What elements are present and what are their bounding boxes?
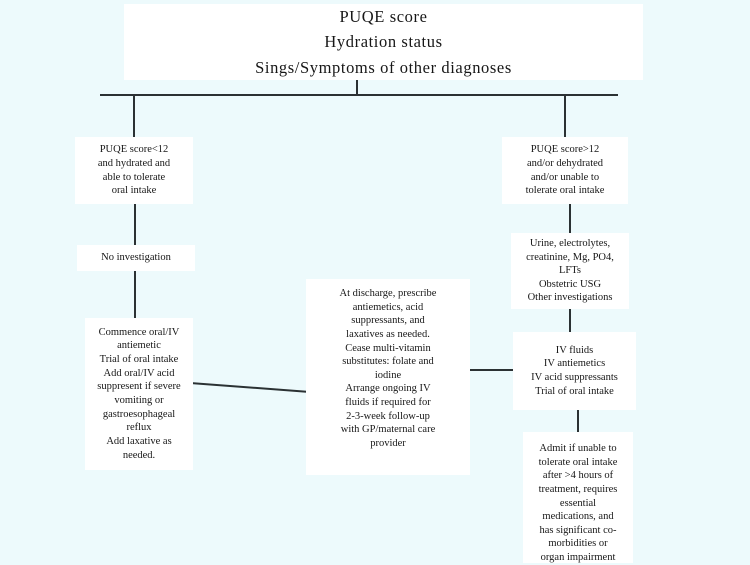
connector-severe-to-investigations xyxy=(569,204,571,234)
severe-criteria-node: PUQE score>12 and/or dehydrated and/or u… xyxy=(502,137,628,204)
discharge-line-1: At discharge, prescribe xyxy=(339,288,437,299)
no-investigation-line-1: No investigation xyxy=(101,252,171,264)
connector-mild-to-no-investigation xyxy=(134,204,136,246)
mild-criteria-line-3: able to tolerate xyxy=(102,171,166,183)
investigations-node: Urine, electrolytes, creatinine, Mg, PO4… xyxy=(511,233,629,309)
discharge-line-11: with GP/maternal care xyxy=(340,424,436,436)
investigations-line-3: LFTs xyxy=(558,265,582,277)
oral-treatment-line-9: Add laxative as xyxy=(106,435,172,447)
admit-line-2: tolerate oral intake xyxy=(538,456,618,468)
oral-treatment-line-1: Commence oral/IV xyxy=(98,326,180,338)
oral-treatment-line-3: Trial of oral intake xyxy=(99,354,179,366)
discharge-line-10: 2-3-week follow-up xyxy=(346,410,430,422)
iv-treatment-line-2: IV antiemetics xyxy=(543,358,606,370)
oral-treatment-line-6: vomiting or xyxy=(114,395,164,406)
admit-line-9: organ impairment xyxy=(540,552,616,564)
iv-treatment-line-4: Trial of oral intake xyxy=(535,385,614,397)
header-line-2: Hydration status xyxy=(324,32,443,52)
admit-line-4: treatment, requires xyxy=(538,483,618,495)
severe-criteria-line-3: and/or unable to xyxy=(530,171,600,183)
connector-split-to-mild xyxy=(133,95,135,138)
discharge-line-6: substitutes: folate and xyxy=(342,356,434,368)
admit-line-3: after >4 hours of xyxy=(542,470,614,482)
oral-treatment-line-8: reflux xyxy=(126,422,152,434)
connector-split-to-severe xyxy=(564,95,566,138)
connector-header-to-split xyxy=(356,80,358,96)
connector-oral-treatment-to-discharge xyxy=(190,382,310,393)
investigations-line-5: Other investigations xyxy=(527,292,613,304)
discharge-line-3: suppressants, and xyxy=(351,315,425,327)
connector-discharge-to-iv-treatment xyxy=(469,369,515,371)
admit-line-8: morbidities or xyxy=(548,538,608,550)
investigations-line-4: Obstetric USG xyxy=(538,278,602,290)
discharge-line-7: iodine xyxy=(374,369,402,381)
iv-treatment-line-1: IV fluids xyxy=(555,344,594,356)
discharge-line-2: antiemetics, acid xyxy=(352,301,424,313)
admit-line-6: medications, and xyxy=(542,511,614,523)
oral-treatment-line-7: gastroesophageal xyxy=(102,408,176,420)
severe-criteria-line-2: and/or dehydrated xyxy=(526,157,604,169)
oral-treatment-line-5: suppresent if severe xyxy=(97,381,181,393)
oral-treatment-line-4: Add oral/IV acid xyxy=(103,367,175,379)
connector-split-bar xyxy=(100,94,618,96)
admit-line-1: Admit if unable to xyxy=(539,443,617,454)
discharge-line-4: laxatives as needed. xyxy=(346,328,430,340)
discharge-line-9: fluids if required for xyxy=(345,397,431,409)
mild-criteria-node: PUQE score<12 and hydrated and able to t… xyxy=(75,137,193,204)
investigations-line-1: Urine, electrolytes, xyxy=(529,237,611,249)
connector-no-investigation-to-oral-treatment xyxy=(134,271,136,319)
oral-treatment-line-2: antiemetic xyxy=(117,340,161,352)
header-line-1: PUQE score xyxy=(339,7,428,27)
no-investigation-node: No investigation xyxy=(77,245,195,271)
connector-investigations-to-iv-treatment xyxy=(569,309,571,333)
iv-treatment-node: IV fluids IV antiemetics IV acid suppres… xyxy=(513,332,636,410)
severe-criteria-line-4: tolerate oral intake xyxy=(525,185,605,197)
admission-criteria-node: Admit if unable to tolerate oral intake … xyxy=(523,432,633,563)
iv-treatment-line-3: IV acid suppressants xyxy=(531,372,618,383)
discharge-line-5: Cease multi-vitamin xyxy=(345,342,431,354)
oral-treatment-line-10: needed. xyxy=(122,449,156,461)
mild-criteria-line-2: and hydrated and xyxy=(97,157,171,169)
mild-criteria-line-4: oral intake xyxy=(111,185,157,197)
mild-criteria-line-1: PUQE score<12 xyxy=(99,144,169,156)
investigations-line-2: creatinine, Mg, PO4, xyxy=(526,251,614,263)
header-line-3: Sings/Symptoms of other diagnoses xyxy=(255,57,512,77)
admit-line-7: has significant co- xyxy=(539,524,617,536)
discharge-line-12: provider xyxy=(370,438,406,450)
admit-line-5: essential xyxy=(559,497,597,509)
discharge-line-8: Arrange ongoing IV xyxy=(345,383,431,395)
discharge-plan-node: At discharge, prescribe antiemetics, aci… xyxy=(306,279,470,475)
severe-criteria-line-1: PUQE score>12 xyxy=(530,144,600,156)
assessment-header-node: PUQE score Hydration status Sings/Sympto… xyxy=(124,4,643,80)
connector-iv-treatment-to-admit xyxy=(577,410,579,433)
oral-treatment-node: Commence oral/IV antiemetic Trial of ora… xyxy=(85,318,193,470)
